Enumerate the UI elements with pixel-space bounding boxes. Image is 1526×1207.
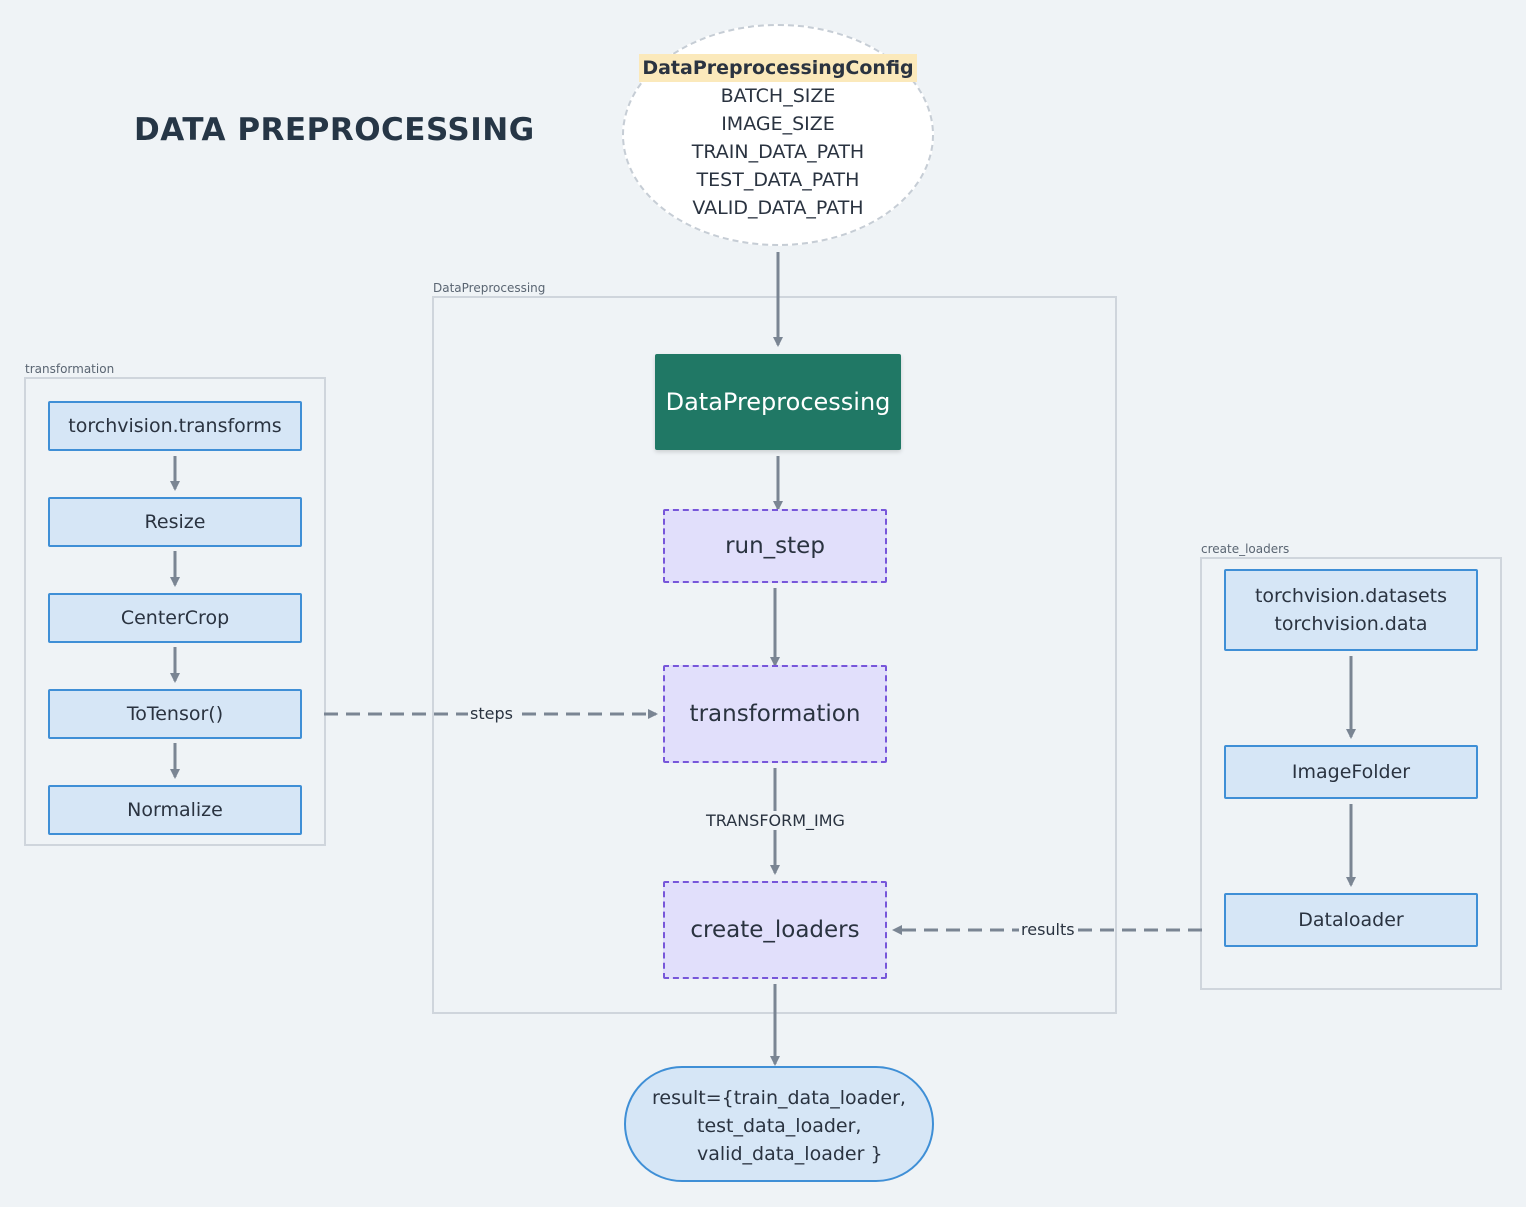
result-line: test_data_loader, (697, 1115, 862, 1137)
transformation-group (24, 377, 326, 846)
result-node[interactable]: result={train_data_loader, test_data_loa… (624, 1066, 934, 1182)
result-line: valid_data_loader } (697, 1143, 883, 1165)
create-loaders-group (1200, 557, 1502, 990)
transformation-group-label: transformation (25, 362, 115, 376)
config-field: IMAGE_SIZE (721, 113, 835, 135)
config-field: VALID_DATA_PATH (692, 197, 864, 219)
node-datapreprocessing-class[interactable]: DataPreprocessing (655, 354, 901, 450)
node-totensor[interactable]: ToTensor() (48, 689, 302, 739)
node-torchvision-sources[interactable]: torchvision.datasets torchvision.data (1224, 569, 1478, 651)
config-heading: DataPreprocessingConfig (639, 54, 917, 82)
config-field: TEST_DATA_PATH (696, 169, 860, 191)
config-field: BATCH_SIZE (720, 85, 836, 107)
result-line: result={train_data_loader, (652, 1087, 906, 1109)
datapreprocessing-group-label: DataPreprocessing (433, 281, 546, 295)
node-dataloader[interactable]: Dataloader (1224, 893, 1478, 947)
node-centercrop[interactable]: CenterCrop (48, 593, 302, 643)
node-create-loaders[interactable]: create_loaders (663, 881, 887, 979)
node-transformation[interactable]: transformation (663, 665, 887, 763)
source-data-label: torchvision.data (1274, 613, 1428, 635)
edge-label-steps: steps (468, 704, 515, 723)
create-loaders-group-label: create_loaders (1201, 542, 1290, 556)
node-normalize[interactable]: Normalize (48, 785, 302, 835)
node-torchvision-transforms[interactable]: torchvision.transforms (48, 401, 302, 451)
edge-label-transform-img: TRANSFORM_IMG (704, 811, 847, 830)
node-resize[interactable]: Resize (48, 497, 302, 547)
config-node[interactable]: DataPreprocessingConfig BATCH_SIZE IMAGE… (622, 24, 934, 246)
node-run-step[interactable]: run_step (663, 509, 887, 583)
edge-label-results: results (1019, 920, 1077, 939)
source-datasets-label: torchvision.datasets (1254, 585, 1448, 607)
page-title: DATA PREPROCESSING (134, 112, 535, 148)
node-imagefolder[interactable]: ImageFolder (1224, 745, 1478, 799)
config-field: TRAIN_DATA_PATH (691, 141, 865, 163)
